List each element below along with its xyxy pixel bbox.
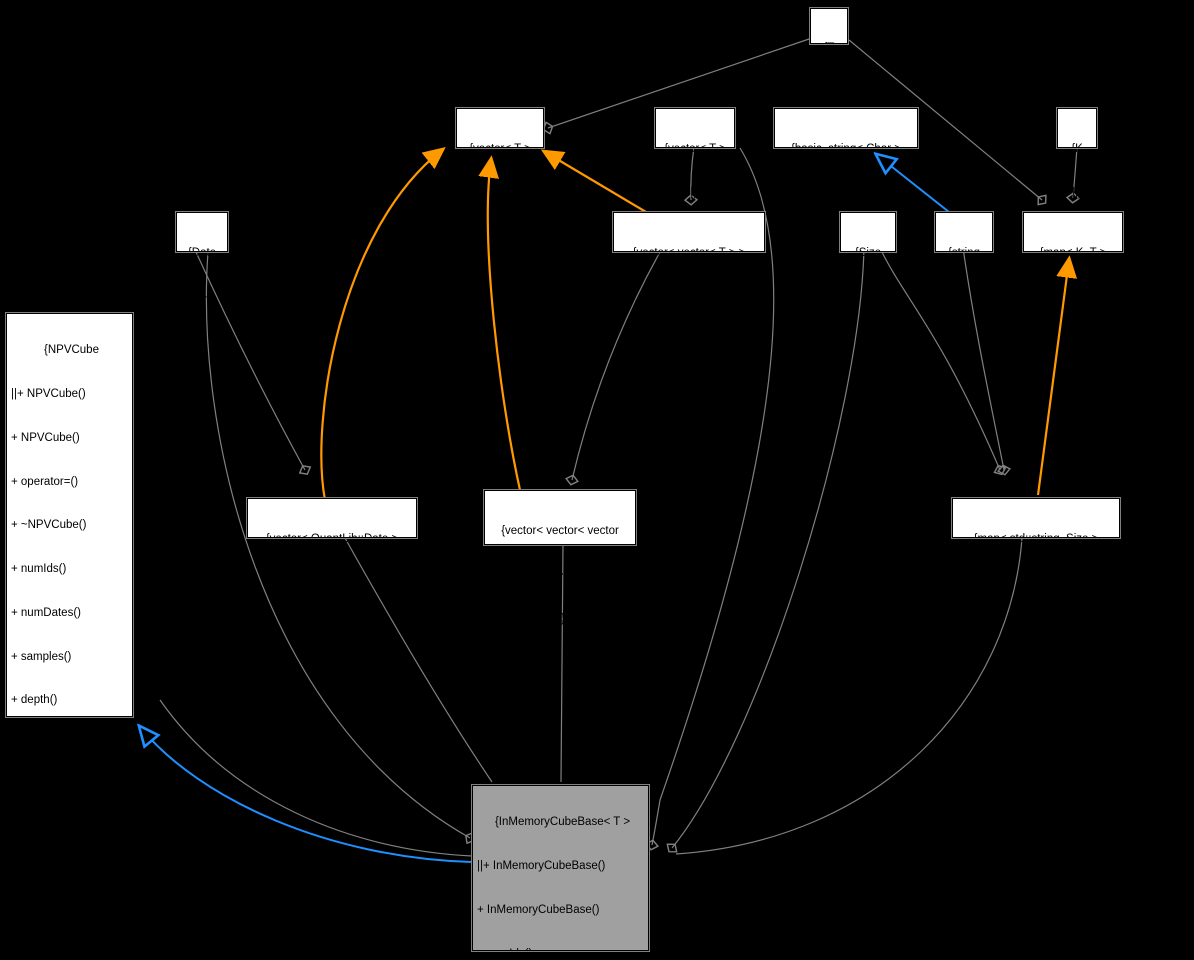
vector-quantlib-date-line2: ||} (327, 576, 337, 589)
edge-vvt-vector_t_a (545, 152, 647, 213)
edge-size-inmemorycubebase (666, 247, 865, 853)
inmemorycubebase-member: + InMemoryCubeBase() (477, 903, 600, 916)
node-inmemorycubebase[interactable]: {InMemoryCubeBase< T > ||+ InMemoryCubeB… (471, 784, 650, 960)
edge-vvvt-vector_t_a (488, 160, 522, 491)
vector-t-a-line2: ||} (495, 186, 505, 199)
vvvt-line2: < T > > > (536, 568, 584, 581)
vector-vector-t-line2: ||} (684, 290, 694, 303)
k-line2: ||} (1072, 186, 1082, 199)
node-vector-quantlib-date[interactable]: {vector< QuantLib::Date > ||} (246, 497, 418, 589)
node-vector-vector-t[interactable]: {vector< vector< T > > ||} (612, 211, 766, 303)
edge-npvcube-inmemorycubebase-usage (159, 699, 473, 857)
node-string[interactable]: {string ||} (934, 211, 994, 303)
node-vector-t-a[interactable]: {vector< T > ||} (455, 107, 545, 199)
vector-vector-t-line1: {vector< vector< T > > (632, 247, 746, 260)
vector-t-b-line1: {vector< T > (664, 143, 726, 156)
edge-t-map_k_t (848, 39, 1047, 206)
npvcube-member: + asof() (11, 869, 51, 882)
map-string-size-line2: ||} (1031, 576, 1041, 589)
size-line2: ||} (863, 290, 873, 303)
edge-k-map_k_t (1065, 146, 1081, 204)
node-npvcube[interactable]: {NPVCube ||+ NPVCube() + NPVCube() + ope… (5, 312, 134, 960)
usage-edges (159, 37, 1081, 857)
date-line2: ||} (197, 290, 207, 303)
npvcube-member: + idsAndIndexes() (11, 738, 105, 751)
inmemorycubebase-member: + numIds() (477, 947, 533, 960)
npvcube-member: + ~NPVCube() (11, 519, 87, 532)
node-vector-vector-vector-t[interactable]: {vector< vector< vector < T > > > ||} (483, 489, 637, 625)
t-line1: {T (823, 42, 835, 55)
npvcube-member: + NPVCube() (11, 431, 80, 444)
npvcube-member: + samples() (11, 650, 72, 663)
map-string-size-line1: {map< std::string, Size > (973, 533, 1099, 546)
edge-vvvt-inmemorycubebase (560, 544, 564, 783)
t-line2: ||} (824, 85, 834, 98)
edge-vqd-inmemorycubebase (344, 537, 493, 783)
npvcube-member: + numIds() (11, 563, 67, 576)
edge-mss-inmemorycubebase (675, 537, 1023, 855)
node-vector-t-b[interactable]: {vector< T > ||} (654, 107, 736, 199)
edge-string-basic_string (877, 155, 950, 213)
edge-vector_t_b-vector_vector_t (683, 146, 699, 206)
npvcube-member: + getT0() (11, 956, 132, 960)
node-t[interactable]: {T ||} (809, 7, 849, 98)
template-edges (320, 150, 1069, 501)
inmemorycubebase-title: {InMemoryCubeBase< T > (494, 816, 631, 829)
npvcube-member: ||+ NPVCube() (11, 387, 86, 400)
vvvt-line1: {vector< vector< vector (501, 525, 619, 538)
npvcube-member: + getT0() (11, 913, 58, 926)
string-line1: {string (948, 247, 980, 260)
node-k[interactable]: {K ||} (1056, 107, 1098, 199)
basic-string-line1: {basic_string< Char > (791, 143, 901, 156)
node-date[interactable]: {Date ||} (175, 211, 229, 303)
edge-string-map_string_size (962, 247, 1012, 476)
edge-size-map_string_size (879, 247, 1007, 476)
npvcube-title: {NPVCube (44, 344, 99, 357)
string-line2: ||} (959, 290, 969, 303)
npvcube-member: + numDates() (11, 606, 81, 619)
map-k-t-line1: {map< K, T > (1039, 247, 1107, 260)
edge-vqd-vector_t_a (320, 150, 442, 501)
inheritance-edges (140, 155, 950, 863)
npvcube-member: + depth() (11, 694, 58, 707)
k-line1: {K (1071, 143, 1083, 156)
edge-t-vector_t_a (542, 37, 813, 135)
size-line1: {Size (854, 247, 882, 260)
edge-mss-map_k_t (1036, 260, 1069, 496)
edge-vector_t_b-inmemorycubebase (644, 147, 775, 851)
npvcube-member: + ids() (11, 782, 44, 794)
basic-string-line2: ||} (841, 186, 851, 199)
vector-quantlib-date-line1: {vector< QuantLib::Date > (265, 533, 399, 546)
edge-vector_vector_t-vector_vector_vector_t (565, 251, 661, 486)
map-k-t-line2: ||} (1068, 290, 1078, 303)
node-size[interactable]: {Size ||} (839, 211, 897, 303)
node-map-string-size[interactable]: {map< std::string, Size > ||} (951, 497, 1121, 589)
node-map-k-t[interactable]: {map< K, T > ||} (1022, 211, 1124, 303)
edge-inmemorycubebase-npvcube (140, 727, 473, 863)
node-basic-string[interactable]: {basic_string< Char > ||} (773, 107, 919, 199)
vector-t-b-line2: ||} (690, 186, 700, 199)
date-line1: {Date (187, 247, 217, 260)
edge-date-vector_quantlib_date (195, 251, 312, 476)
npvcube-member: + operator=() (11, 475, 79, 488)
npvcube-member: + dates() (11, 825, 57, 838)
inmemorycubebase-member: ||+ InMemoryCubeBase() (477, 859, 606, 872)
vvvt-line3: ||} (555, 612, 565, 625)
edge-date-inmemorycubebase (205, 251, 475, 845)
vector-t-a-line1: {vector< T > (469, 143, 531, 156)
